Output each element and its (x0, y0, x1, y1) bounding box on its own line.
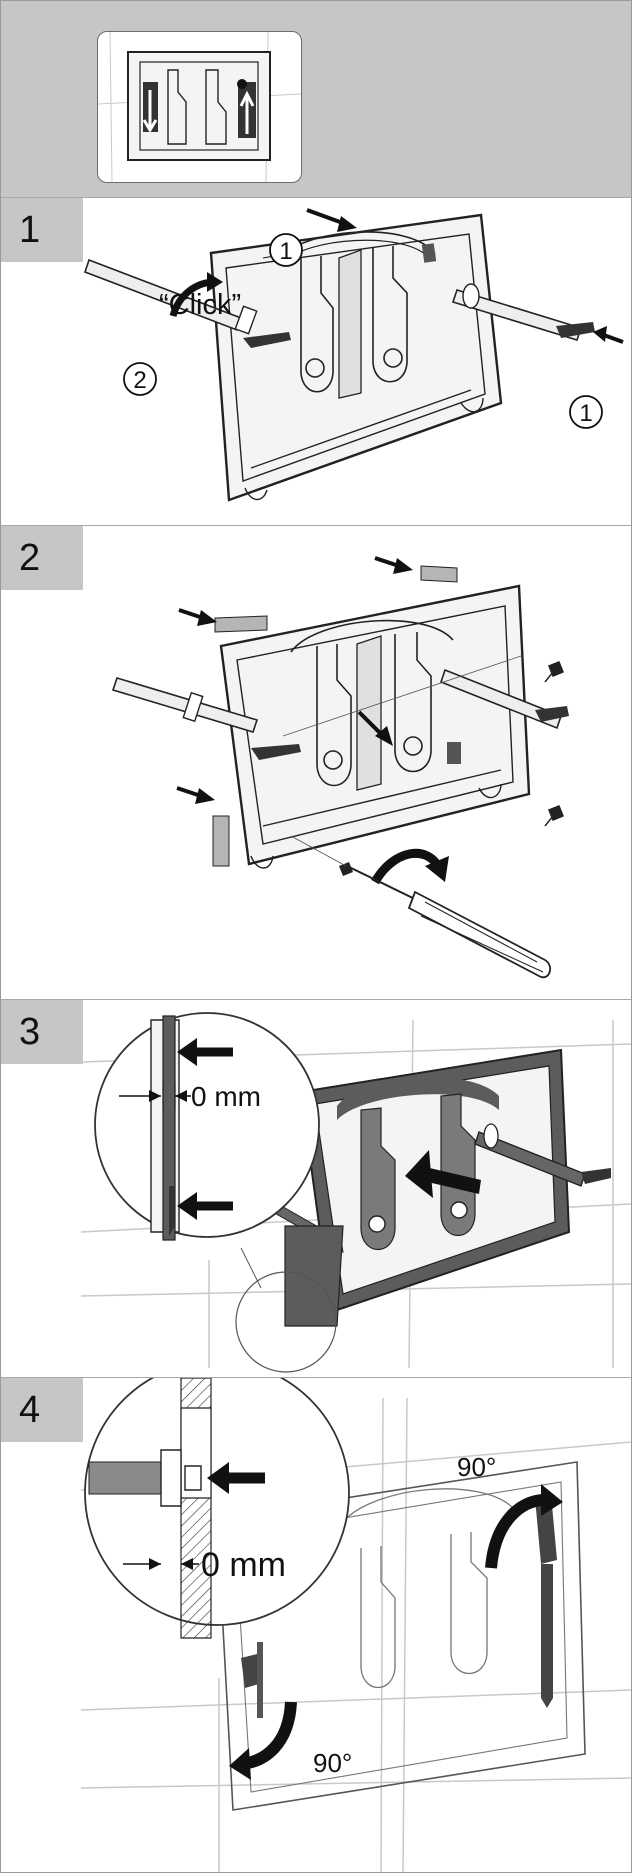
step-4-number: 4 (1, 1378, 83, 1442)
gap-label-step-3: 0 mm (191, 1081, 261, 1112)
click-label: “Click” (159, 289, 241, 321)
separator-4 (1, 1377, 631, 1378)
angle-label-bottom: 90° (313, 1748, 352, 1778)
callout-2: 2 (133, 367, 146, 394)
step-2-number: 2 (1, 526, 83, 590)
gap-label-step-4: 0 mm (201, 1546, 286, 1584)
step-3-illustration: 0 mm (80, 1012, 631, 1373)
step-2-illustration (111, 556, 569, 979)
step-3-panel: 3 (1, 1000, 631, 1377)
step-4-illustration: 90° 90° 0 mm (80, 1378, 631, 1872)
overview-thumbnail (97, 31, 302, 183)
step-3-number: 3 (1, 1000, 83, 1064)
header-band (1, 1, 631, 197)
step-2-panel: 2 (1, 526, 631, 999)
overview-illustration (98, 32, 301, 182)
separator-3 (1, 999, 631, 1000)
step-1-number: 1 (1, 198, 83, 262)
callout-1-top: 1 (279, 238, 292, 265)
separator-1 (1, 197, 631, 198)
step-1-illustration: 1 2 1 “Click” (83, 208, 624, 502)
wall-tiles-step-4 (80, 1397, 631, 1872)
step-4-panel: 4 (1, 1378, 631, 1872)
detail-magnifier-step-4 (84, 1378, 350, 1626)
step-1-panel: 1 (1, 198, 631, 525)
callout-1-right: 1 (579, 400, 592, 427)
separator-2 (1, 525, 631, 526)
angle-label-top: 90° (457, 1452, 496, 1482)
